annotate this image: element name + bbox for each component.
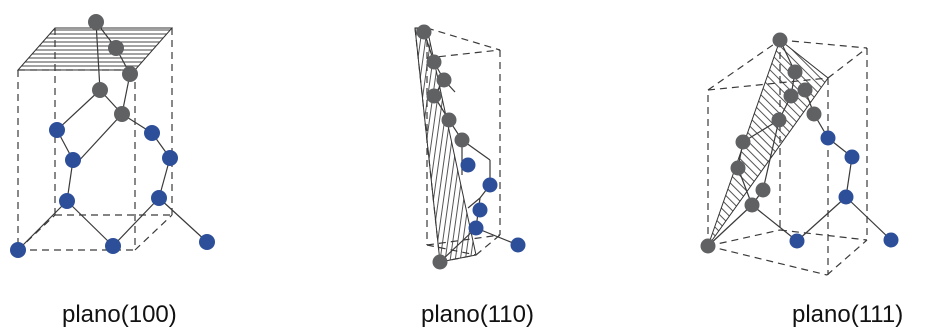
gray-atom — [771, 112, 787, 128]
blue-atom — [510, 237, 526, 253]
unit-cell-plane-111 — [700, 32, 899, 276]
blue-atom — [151, 190, 167, 206]
atoms — [10, 14, 215, 258]
gray-atom — [416, 24, 432, 40]
gray-atom — [797, 82, 813, 98]
blue-atom — [468, 220, 484, 236]
blue-atom — [49, 122, 65, 138]
blue-atom — [59, 193, 75, 209]
gray-atom — [432, 254, 448, 270]
gray-atom — [122, 66, 138, 82]
blue-atom — [199, 234, 215, 250]
atoms — [416, 24, 526, 270]
blue-atom — [820, 130, 836, 146]
gray-atom — [108, 40, 124, 56]
blue-atom — [105, 238, 121, 254]
gray-atom — [88, 14, 104, 30]
gray-atom — [730, 160, 746, 176]
blue-atom — [482, 177, 498, 193]
gray-atom — [426, 54, 442, 70]
cell-edges — [707, 39, 868, 276]
gray-atom — [735, 134, 751, 150]
gray-atom — [426, 88, 442, 104]
blue-atom — [883, 232, 899, 248]
unit-cell-plane-110 — [414, 24, 526, 270]
gray-atom — [755, 182, 771, 198]
hatched-plane-111 — [707, 39, 829, 247]
gray-atom — [441, 112, 457, 128]
gray-atom — [454, 132, 470, 148]
blue-atom — [162, 150, 178, 166]
blue-atom — [65, 152, 81, 168]
atoms — [700, 32, 899, 254]
blue-atom — [789, 233, 805, 249]
gray-atom — [783, 88, 799, 104]
blue-atom — [472, 202, 488, 218]
blue-atom — [844, 149, 860, 165]
gray-atom — [744, 197, 760, 213]
blue-atom — [10, 242, 26, 258]
gray-atom — [806, 106, 822, 122]
gray-atom — [92, 82, 108, 98]
caption-plane-100: plano(100) — [62, 301, 177, 328]
blue-atom — [838, 189, 854, 205]
unit-cell-plane-100 — [10, 14, 215, 258]
gray-atom — [114, 106, 130, 122]
gray-atom — [787, 64, 803, 80]
blue-atom — [144, 125, 160, 141]
caption-plane-110: plano(110) — [421, 301, 534, 328]
gray-atom — [772, 32, 788, 48]
hatched-plane-100 — [16, 27, 174, 71]
caption-plane-111: plano(111) — [792, 301, 904, 328]
gray-atom — [700, 238, 716, 254]
gray-atom — [436, 72, 452, 88]
blue-atom — [460, 157, 476, 173]
